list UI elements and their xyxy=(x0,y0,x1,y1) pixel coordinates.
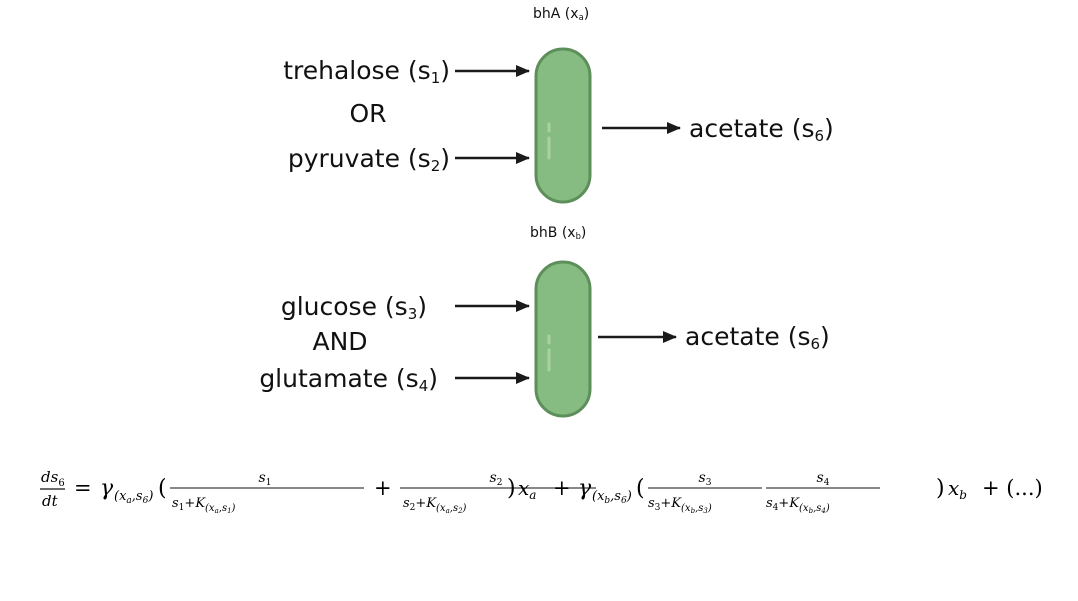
input-glutamate-label: glutamate (s4) xyxy=(259,364,438,395)
bacterium-bhb-label: bhB (xb) xyxy=(530,225,587,242)
svg-text:): ) xyxy=(936,476,945,501)
svg-text:s2+K(xa,s2): s2+K(xa,s2) xyxy=(403,496,467,515)
svg-text:): ) xyxy=(507,476,516,501)
svg-text:s3: s3 xyxy=(699,470,712,488)
svg-text:s2: s2 xyxy=(490,470,503,488)
svg-text:xa: xa xyxy=(518,476,536,502)
svg-text:ds6: ds6 xyxy=(41,468,65,489)
svg-text:γ: γ xyxy=(578,476,592,501)
bacterium-bhb-cell xyxy=(534,260,592,418)
output-acetate-bottom-label: acetate (s6) xyxy=(685,322,830,353)
svg-text:xb: xb xyxy=(948,476,967,502)
svg-text:dt: dt xyxy=(42,492,59,510)
svg-text:γ: γ xyxy=(100,476,114,501)
operator-or-label: OR xyxy=(349,99,387,128)
svg-text:s4: s4 xyxy=(817,470,830,488)
bacterium-bha-label: bhA (xa) xyxy=(533,6,590,23)
output-acetate-top-label: acetate (s6) xyxy=(689,114,834,145)
svg-text:+: + xyxy=(374,476,392,500)
svg-text:s3+K(xb,s3): s3+K(xb,s3) xyxy=(648,496,712,515)
svg-text:(: ( xyxy=(636,476,645,501)
operator-and-label: AND xyxy=(312,327,368,356)
equation-term-b: γ (xb,s6) ( s3 s3+K(xb,s3) s4 s4+K(xb,s4… xyxy=(578,470,1043,515)
svg-text:=: = xyxy=(74,476,92,500)
input-pyruvate-label: pyruvate (s2) xyxy=(287,144,450,175)
svg-text:+ (...): + (...) xyxy=(982,476,1043,500)
rate-equation: ds6 dt = γ (xa,s6) ( s1 s1+K(xa,s1) + s2… xyxy=(40,468,1043,515)
svg-text:(xb,s6): (xb,s6) xyxy=(592,489,632,506)
svg-text:(: ( xyxy=(158,476,167,501)
equation-lhs: ds6 dt = xyxy=(40,468,92,510)
input-glucose-label: glucose (s3) xyxy=(280,292,427,323)
svg-text:s1: s1 xyxy=(259,470,272,488)
svg-text:s4+K(xb,s4): s4+K(xb,s4) xyxy=(766,496,830,515)
svg-text:+: + xyxy=(553,476,571,500)
equation-term-a: γ (xa,s6) ( s1 s1+K(xa,s1) + s2 s2+K(xa,… xyxy=(100,470,596,515)
svg-text:s1+K(xa,s1): s1+K(xa,s1) xyxy=(172,496,236,515)
svg-text:(xa,s6): (xa,s6) xyxy=(114,489,153,506)
bacterium-bha-cell xyxy=(534,47,592,204)
input-trehalose-label: trehalose (s1) xyxy=(283,56,450,87)
